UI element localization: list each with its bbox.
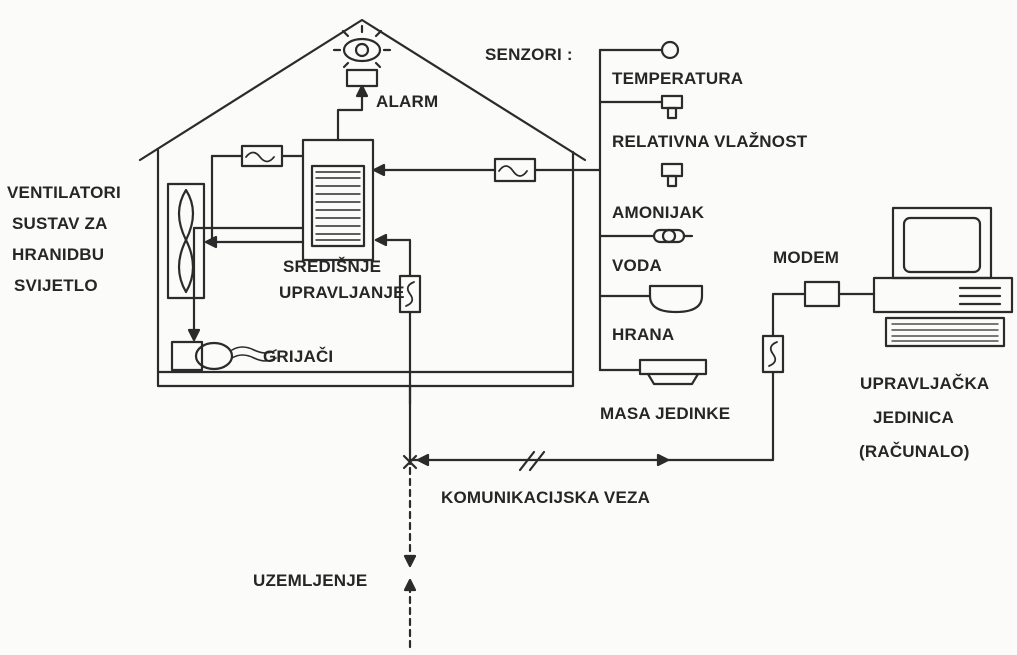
- sensor-label-water: VODA: [612, 256, 662, 275]
- scale-icon: [638, 358, 708, 386]
- sensor-label-temperature: TEMPERATURA: [612, 69, 744, 88]
- sensor-label-mass: MASA JEDINKE: [600, 404, 731, 423]
- alarm-lamp-icon: [332, 24, 392, 69]
- sensor-label-feed: HRANA: [612, 325, 675, 344]
- link-break-mark: [518, 450, 546, 472]
- ammonia-sensor-icon: [652, 228, 694, 244]
- central-control-label-2: UPRAVLJANJE: [279, 283, 405, 302]
- heater-arrow: [187, 328, 201, 342]
- cabinet-to-heater-wire: [192, 226, 305, 336]
- ground-arrow-down: [403, 554, 417, 568]
- junction-mark: [402, 454, 418, 470]
- sensors-heading: SENZORI :: [485, 45, 573, 64]
- water-sensor-icon: [648, 284, 704, 314]
- comm-arrow-left: [416, 453, 430, 467]
- house-outline: [138, 18, 587, 388]
- heater-icon: [170, 340, 277, 372]
- left-label-feeding-1: SUSTAV ZA: [12, 214, 108, 233]
- control-unit-label-3: (RAČUNALO): [859, 442, 970, 461]
- alarm-box: [345, 68, 379, 88]
- sensor-input-arrow: [372, 163, 386, 177]
- fan-arrow: [204, 235, 218, 249]
- modem-icon: [803, 280, 841, 308]
- alarm-wire: [336, 86, 364, 142]
- ground-arrow-up: [403, 578, 417, 592]
- sensor-label-humidity: RELATIVNA VLAŽNOST: [612, 132, 808, 151]
- signal-converter-left-icon: [240, 144, 284, 168]
- left-label-feeding-2: HRANIDBU: [12, 245, 105, 264]
- isolator-right-icon: [761, 334, 785, 374]
- communication-link-label: KOMUNIKACIJSKA VEZA: [441, 488, 651, 507]
- cabinet-downlink-wire: [374, 238, 412, 406]
- comm-to-modem-wire: [663, 292, 807, 462]
- temperature-sensor-icon: [660, 40, 680, 60]
- humidity-sensor-2-icon: [660, 162, 684, 188]
- alarm-label: ALARM: [376, 92, 439, 111]
- modem-label: MODEM: [773, 248, 840, 267]
- central-control-label-1: SREDIŠNJE: [283, 257, 382, 276]
- humidity-sensor-icon: [660, 94, 684, 120]
- downlink-arrow: [374, 233, 388, 247]
- left-label-fans: VENTILATORI: [7, 183, 121, 202]
- sensor-label-ammonia: AMONIJAK: [612, 203, 705, 222]
- control-unit-label-1: UPRAVLJAČKA: [860, 374, 990, 393]
- fan-icon: [166, 182, 206, 300]
- computer-icon: [872, 206, 1014, 348]
- isolator-left-icon: [398, 274, 422, 314]
- comm-arrow-right: [656, 453, 670, 467]
- control-unit-label-2: JEDINICA: [873, 408, 954, 427]
- central-control-cabinet: [301, 138, 375, 262]
- ground-label: UZEMLJENJE: [253, 571, 368, 590]
- alarm-arrow: [355, 84, 369, 98]
- signal-converter-right-icon: [493, 157, 537, 183]
- heaters-label: GRIJAČI: [263, 347, 334, 366]
- left-label-light: SVIJETLO: [14, 276, 98, 295]
